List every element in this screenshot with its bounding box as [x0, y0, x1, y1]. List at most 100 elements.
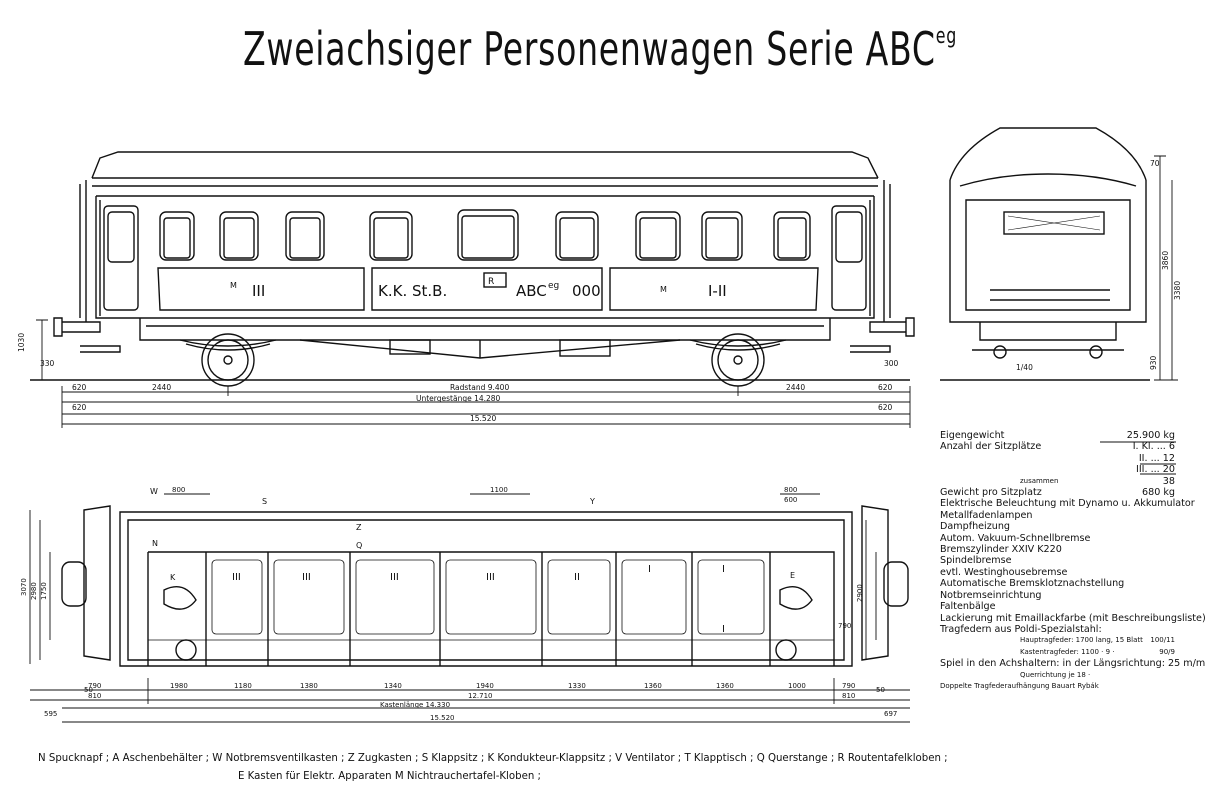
marker-y: Y	[589, 497, 595, 506]
plan-class-labels: III III III III II I I I	[232, 564, 725, 635]
bdim-3: 1380	[300, 682, 318, 690]
box-r-label: R	[488, 277, 494, 287]
dim-300: 300	[884, 359, 899, 368]
spec-row: Automatische Bremsklotznachstellung	[940, 578, 1125, 590]
bdim-4: 1340	[384, 682, 402, 690]
car-label-number: 000	[572, 282, 601, 300]
bdim-8: 1360	[716, 682, 734, 690]
left-vert-1: 3070	[20, 578, 28, 596]
spec-row: Querrichtung je 18 ·	[1020, 670, 1091, 679]
marker-q: Q	[356, 541, 362, 550]
marker-z: Z	[356, 523, 362, 532]
top-dim-4: 600	[784, 496, 797, 504]
m-marker-left: M	[230, 281, 237, 290]
dim-2440-right: 2440	[786, 383, 805, 392]
bdim-6: 1330	[568, 682, 586, 690]
plan-class-7: I	[722, 564, 725, 575]
dim-kastenlaenge: Kastenlänge 14.330	[380, 701, 450, 709]
spec-row: Spiel in den Achshaltern: in der Längsri…	[940, 658, 1206, 670]
dim-50-left: 50	[84, 686, 93, 694]
end-dim-3860: 3860	[1161, 251, 1170, 270]
left-vert-2: 2980	[30, 582, 38, 600]
dim-2440-left: 2440	[152, 383, 171, 392]
spec-row: Tragfedern aus Poldi-Spezialstahl:	[940, 623, 1102, 635]
spec-row: Autom. Vakuum-Schnellbremse	[940, 532, 1091, 544]
plan-class-8: I	[722, 624, 725, 635]
marker-k: K	[170, 573, 176, 582]
bdim-9: 1000	[788, 682, 806, 690]
dim-330: 330	[40, 359, 55, 368]
plan-top-dims: 800 1100 800 600	[172, 486, 797, 504]
bdim2-0: 810	[88, 692, 101, 700]
m-marker-right: M	[660, 285, 667, 294]
right-vert-1: 2900	[856, 584, 864, 602]
end-view-scale: 1/40	[1016, 363, 1033, 372]
plan-dim-total: 15.520	[430, 714, 455, 722]
dim-wheelbase: Radstand 9.400	[450, 383, 509, 392]
side-view-labels: K.K. St.B. R ABC eg 000 III I-II M M	[230, 277, 727, 300]
dim-620-left: 620	[72, 383, 87, 392]
plan-class-3: III	[390, 572, 399, 583]
marker-w: W	[150, 487, 158, 496]
bdim-5: 1940	[476, 682, 494, 690]
right-vert-2: 790	[838, 622, 851, 630]
marker-s: S	[262, 497, 267, 506]
bdim-2: 1180	[234, 682, 252, 690]
end-view	[940, 127, 1178, 381]
spec-row: Faltenbälge	[940, 601, 996, 613]
plan-class-5: II	[574, 572, 580, 583]
spec-row: II. ... 12	[1138, 452, 1175, 464]
spec-row: Bremszylinder XXIV K220	[940, 544, 1062, 556]
end-dim-3380: 3380	[1173, 281, 1182, 300]
spec-row: Notbremseinrichtung	[940, 589, 1042, 601]
marker-e: E	[790, 571, 795, 580]
bdim-0: 790	[88, 682, 101, 690]
spec-row: Lackierung mit Emaillackfarbe (mit Besch…	[940, 612, 1206, 624]
end-view-dims: 1/40 3860 3380 930 70	[1016, 159, 1182, 372]
plan-class-6: I	[648, 564, 651, 575]
dim-697: 697	[884, 710, 897, 718]
spec-row: III. ... 20	[1136, 464, 1175, 476]
dim-50-right: 50	[876, 686, 885, 694]
dim-height-left: 1030	[17, 333, 26, 352]
class-label-left: III	[252, 282, 265, 300]
dim-620b-right: 620	[878, 403, 893, 412]
bdim-7: 1360	[644, 682, 662, 690]
end-dim-930: 930	[1149, 355, 1158, 370]
drawing-title: Zweiachsiger Personenwagen Serie ABCeg	[242, 22, 958, 76]
legend-line-2: E Kasten für Elektr. Apparaten M Nichtra…	[238, 771, 541, 782]
left-vert-3: 1750	[40, 582, 48, 600]
spec-row: Doppelte Tragfederaufhängung Bauart Rybá…	[940, 681, 1099, 690]
legend: N Spucknapf ; A Aschenbehälter ; W Notbr…	[38, 750, 1188, 786]
spec-row: Metallfadenlampen	[940, 509, 1033, 521]
dim-underframe: Untergestänge 14.280	[416, 394, 501, 403]
top-dim-2: 1100	[490, 486, 508, 494]
end-dim-70: 70	[1150, 159, 1160, 168]
side-view-dims: Radstand 9.400 Untergestänge 14.280 15.5…	[17, 333, 899, 423]
side-view	[30, 151, 915, 428]
car-label-series: ABC	[516, 282, 547, 300]
top-dim-3: 800	[784, 486, 797, 494]
plan-bottom-dims: 790 1980 1180 1380 1340 1940 1330 1360 1…	[20, 578, 897, 722]
spec-row: Dampfheizung	[940, 521, 1011, 533]
legend-line-1: N Spucknapf ; A Aschenbehälter ; W Notbr…	[38, 753, 948, 764]
spec-row: Spindelbremse	[940, 555, 1012, 567]
bdim2-1: 12.710	[468, 692, 493, 700]
plan-class-4: III	[486, 572, 495, 583]
bdim-10: 790	[842, 682, 855, 690]
dim-total-length: 15.520	[470, 414, 496, 423]
dim-595: 595	[44, 710, 57, 718]
spec-row: Kastentragfeder: 1100 · 9 ·90/9	[1020, 647, 1175, 656]
spec-row: Elektrische Beleuchtung mit Dynamo u. Ak…	[940, 498, 1195, 510]
plan-view	[29, 493, 910, 723]
top-dim-1: 800	[172, 486, 185, 494]
dim-620b-left: 620	[72, 403, 87, 412]
marker-n: N	[152, 539, 158, 548]
class-label-right: I-II	[708, 282, 727, 300]
